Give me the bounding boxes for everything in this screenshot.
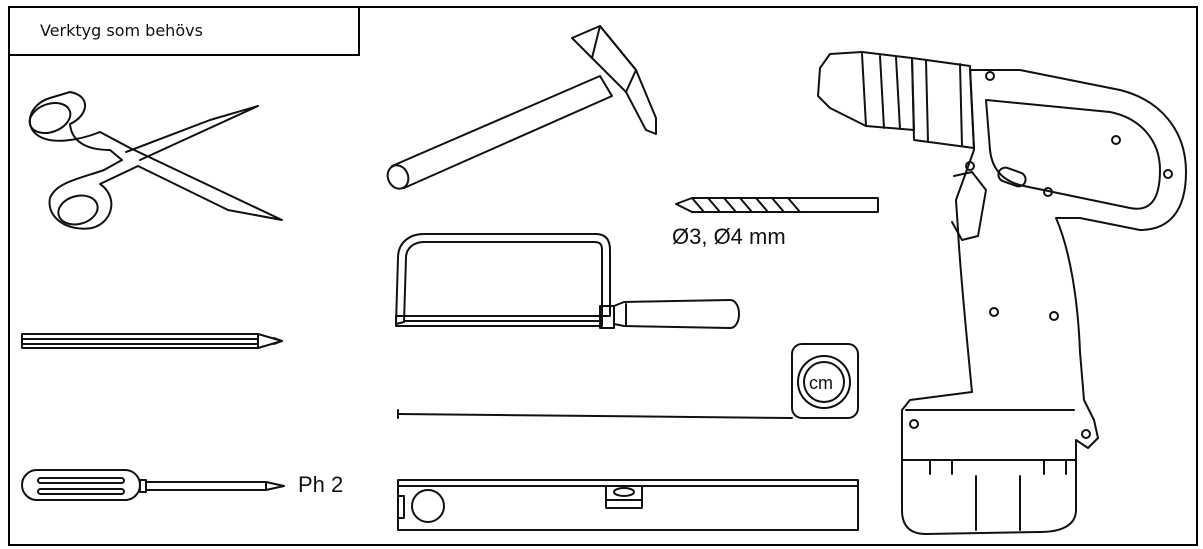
title-box: Verktyg som behövs	[8, 6, 360, 56]
instruction-frame	[8, 6, 1198, 546]
scissors-icon	[28, 91, 283, 230]
hacksaw-icon	[395, 233, 740, 329]
cordless-drill-icon	[817, 51, 1187, 535]
tape-unit-label: cm	[809, 373, 833, 393]
tape-measure-icon: cm	[397, 343, 859, 419]
screwdriver-icon	[21, 469, 285, 501]
drill-bit-icon	[675, 197, 879, 213]
spirit-level-icon	[397, 479, 859, 531]
page-title: Verktyg som behövs	[40, 21, 203, 40]
pencil-icon	[21, 333, 283, 349]
hammer-icon	[386, 25, 657, 190]
drill-bit-size-label: Ø3, Ø4 mm	[672, 224, 786, 249]
screwdriver-size-label: Ph 2	[298, 472, 344, 497]
